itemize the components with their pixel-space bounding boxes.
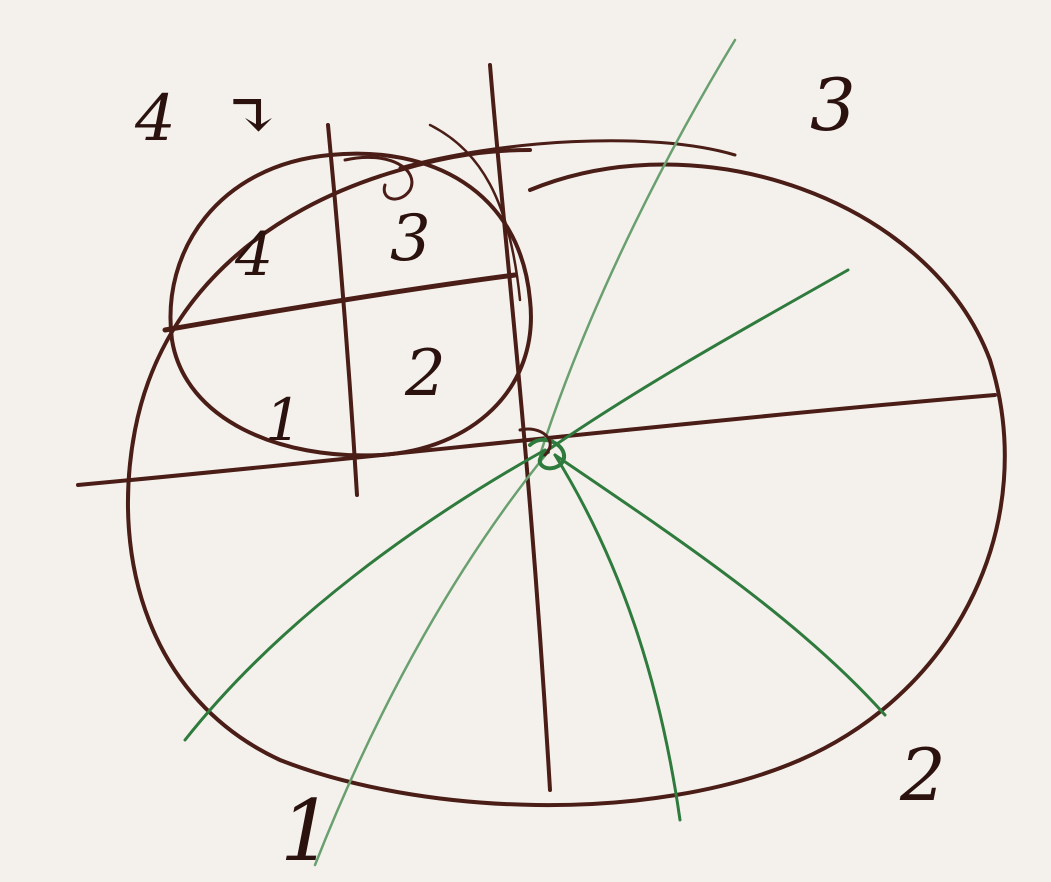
small-quadrant-2-label: 2 bbox=[404, 337, 446, 411]
top-left-marker-label: 4 bbox=[134, 82, 176, 156]
small-quadrant-3-label: 3 bbox=[390, 202, 431, 276]
small-quadrant-1-label: 1 bbox=[265, 386, 302, 454]
large-region-1-label: 1 bbox=[280, 782, 333, 880]
small-quadrant-4-label: 4 bbox=[234, 220, 273, 290]
large-region-3-label: 3 bbox=[810, 63, 856, 147]
top-left-arrow-label: ↴ bbox=[225, 80, 279, 154]
large-region-2-label: 2 bbox=[899, 733, 946, 817]
